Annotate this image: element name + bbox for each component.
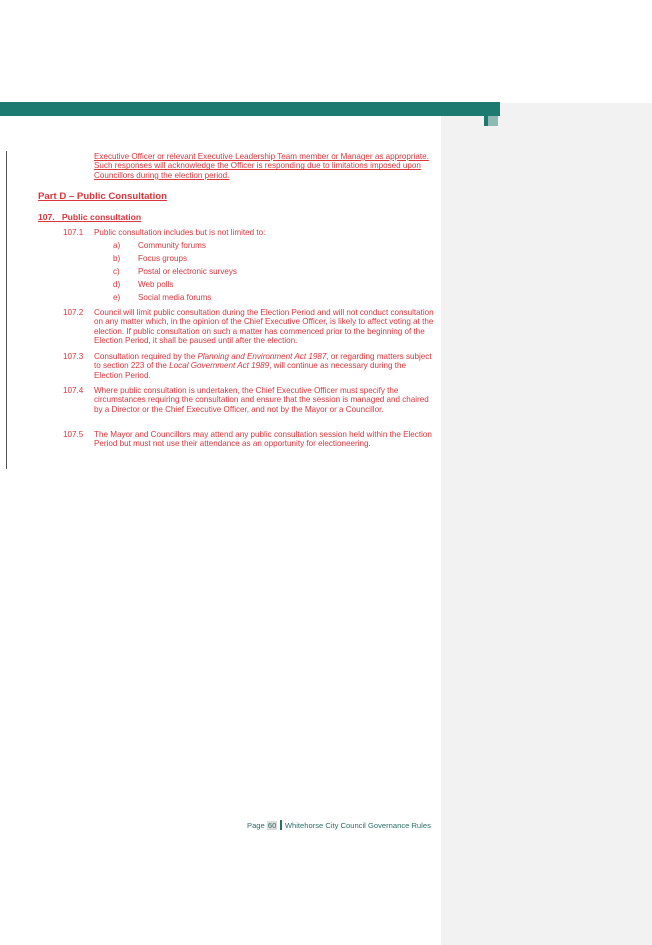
text-segment: Consultation required by the [94,352,198,361]
section-heading: 107. Public consultation [38,212,142,222]
list-letter: a) [113,241,121,250]
list-label: Web polls [138,280,174,289]
list-label: Social media forums [138,293,212,302]
list-letter: d) [113,280,121,289]
paragraph-text: The Mayor and Councillors may attend any… [94,430,432,449]
paragraph-number: 107.1 [63,228,84,237]
list-label: Community forums [138,241,206,250]
list-item: d) Web polls [113,280,313,290]
paragraph-107-2: 107.2 Council will limit public consulta… [63,308,435,348]
footer-separator [280,820,282,830]
header-band [0,102,500,116]
comment-pane [441,103,652,945]
list-item: e) Social media forums [113,293,313,303]
list-letter: c) [113,267,120,276]
paragraph-107-3: 107.3 Consultation required by the Plann… [63,352,435,382]
paragraph-text: Where public consultation is undertaken,… [94,386,429,414]
intro-paragraph: Executive Officer or relevant Executive … [94,152,429,180]
paragraph-107-1: 107.1 Public consultation includes but i… [63,228,435,238]
document-title: Whitehorse City Council Governance Rules [284,821,431,830]
list-letter: e) [113,293,121,302]
page-footer: Page 60 Whitehorse City Council Governanc… [247,820,431,830]
header-notch-accent [488,116,498,126]
paragraph-number: 107.3 [63,352,84,361]
paragraph-text: Consultation required by the Planning an… [94,352,434,380]
paragraph-number: 107.4 [63,386,84,395]
list-label: Postal or electronic surveys [138,267,237,276]
text-segment: , will continue as necessary during the … [94,361,406,380]
paragraph-text: Council will limit public consultation d… [94,308,434,346]
paragraph-number: 107.5 [63,430,84,439]
list-item: a) Community forums [113,241,313,251]
revision-change-bar [6,151,7,469]
paragraph-107-4: 107.4 Where public consultation is under… [63,386,435,426]
act-title: Planning and Environment Act 1987 [197,352,327,361]
list-letter: b) [113,254,121,263]
list-label: Focus groups [138,254,188,263]
paragraph-107-5: 107.5 The Mayor and Councillors may atte… [63,430,435,452]
list-item: b) Focus groups [113,254,313,264]
page-label: Page [247,821,265,830]
act-title: Local Government Act 1989 [169,361,270,371]
part-heading: Part D – Public Consultation [38,191,167,202]
paragraph-number: 107.2 [63,308,84,317]
paragraph-text: Public consultation includes but is not … [94,228,266,237]
list-item: c) Postal or electronic surveys [113,267,313,277]
text-segment: , or regarding matters subject to sectio… [94,352,432,371]
page-number: 60 [266,821,278,830]
